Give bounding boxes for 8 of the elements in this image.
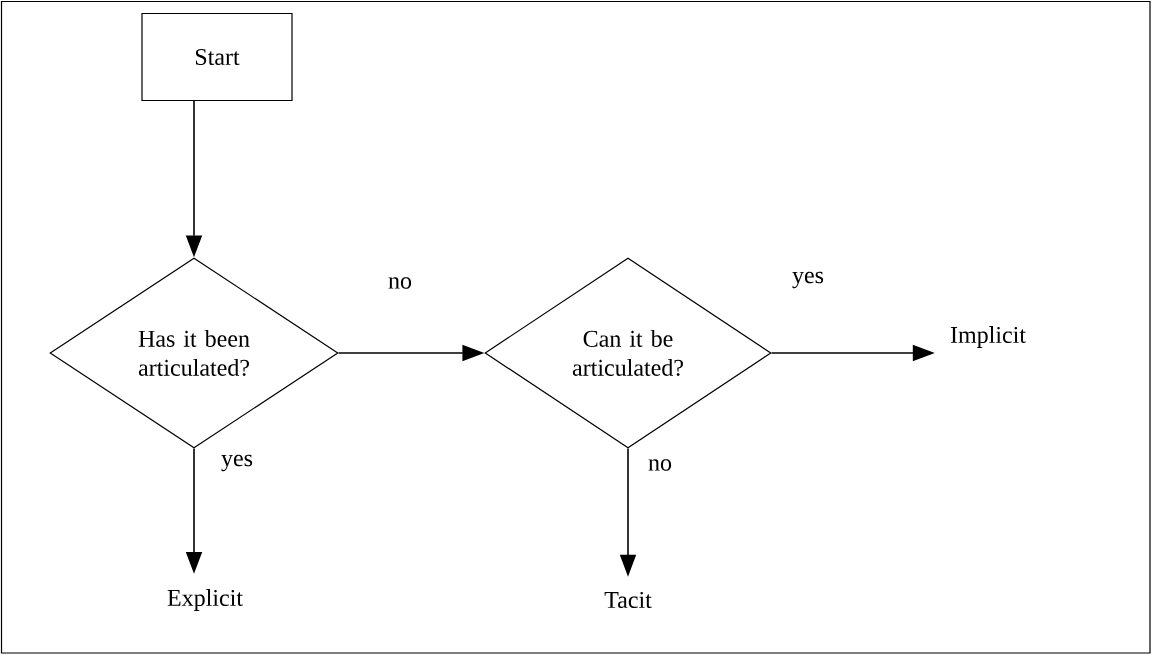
edge-label: yes xyxy=(791,270,825,290)
edge-label: yes xyxy=(220,453,254,473)
outcome-label: Explicit xyxy=(167,589,243,611)
edge-label: no xyxy=(647,458,673,472)
edge-label: no xyxy=(387,276,413,290)
outcome-label: Implicit xyxy=(950,326,1026,348)
outcome-label: Tacit xyxy=(604,591,652,609)
start-box: Start xyxy=(141,12,293,102)
